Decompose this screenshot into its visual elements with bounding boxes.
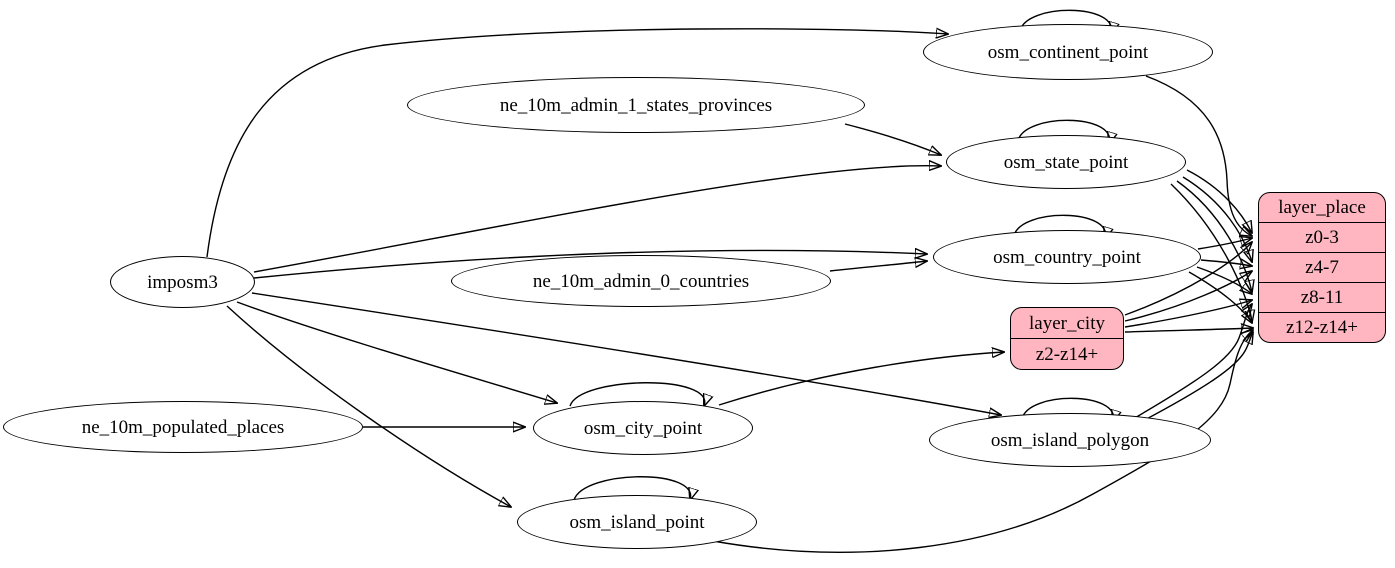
node-ne-10m-admin-0-countries: ne_10m_admin_0_countries (451, 255, 831, 307)
loop-osm_island_polygon (1021, 397, 1114, 422)
edge-osm_country_point-layer_place-z12-z14 (1188, 271, 1252, 323)
edge-osm_country_point-layer_place-z8-11 (1196, 266, 1252, 294)
edge-imposm3-osm_state_point (253, 166, 941, 273)
edge-osm_island_polygon-layer_place-z8-11 (1132, 304, 1252, 420)
edge-osm_country_point-layer_place-z0-3 (1197, 238, 1252, 250)
edge-osm_country_point-layer_place-z4-7 (1200, 260, 1252, 266)
edge-osm_island_polygon-layer_place-z12-z14 (1138, 332, 1253, 424)
node-osm-country-point: osm_country_point (933, 230, 1201, 284)
loop-osm_state_point (1017, 119, 1110, 144)
node-osm-island-point-label: osm_island_point (569, 511, 705, 533)
edge-layer_city-layer_place-z4-7 (1124, 271, 1252, 322)
node-osm-island-polygon: osm_island_polygon (929, 413, 1211, 467)
edge-osm_state_point-layer_place-z0-3 (1186, 169, 1252, 233)
edge-layer_city-layer_place-z12-z14 (1124, 328, 1253, 332)
node-osm-state-point-label: osm_state_point (1003, 151, 1129, 173)
edge-imposm3-osm_country_point (253, 250, 927, 279)
node-imposm3: imposm3 (110, 256, 255, 308)
node-osm-city-point: osm_city_point (533, 401, 753, 455)
edge-imposm3-osm_continent_point (206, 29, 948, 258)
record-layer-place-row-z0-3: z0-3 (1259, 222, 1385, 252)
node-osm-city-point-label: osm_city_point (583, 417, 703, 439)
record-layer-place: layer_place z0-3 z4-7 z8-11 z12-z14+ (1258, 192, 1386, 343)
edge-layer_city-layer_place-z8-11 (1124, 300, 1252, 328)
edge-osm_city_point-layer_city-z2-z14 (718, 352, 1004, 406)
record-layer-city: layer_city z2-z14+ (1010, 307, 1124, 370)
record-layer-place-row-z12-z14: z12-z14+ (1259, 312, 1385, 342)
edge-imposm3-osm_island_polygon (251, 292, 1001, 415)
record-layer-place-row-z8-11: z8-11 (1259, 282, 1385, 312)
edge-layer_city-layer_place-z0-3 (1124, 242, 1252, 316)
node-osm-continent-point-label: osm_continent_point (987, 41, 1149, 63)
node-ne-10m-admin-1-states-provinces-label: ne_10m_admin_1_states_provinces (499, 94, 773, 116)
record-layer-place-title: layer_place (1278, 197, 1366, 218)
edge-ne_10m_admin_1_states_provinces-osm_state_point (844, 123, 941, 155)
node-imposm3-label: imposm3 (147, 271, 218, 293)
node-osm-continent-point: osm_continent_point (923, 24, 1213, 80)
edge-osm_continent_point-layer_place-z0-3 (1145, 75, 1252, 236)
edge-imposm3-osm_city_point (236, 301, 557, 403)
node-ne-10m-populated-places-label: ne_10m_populated_places (81, 416, 285, 438)
record-layer-city-title: layer_city (1029, 312, 1105, 334)
loop-osm_island_point (573, 476, 691, 500)
node-osm-state-point: osm_state_point (946, 135, 1186, 189)
edge-imposm3-osm_island_point (226, 305, 511, 507)
node-osm-island-point: osm_island_point (517, 495, 757, 549)
node-ne-10m-admin-0-countries-label: ne_10m_admin_0_countries (532, 270, 750, 292)
loop-osm_city_point (569, 382, 705, 406)
edge-ne_10m_admin_0_countries-osm_country_point (829, 261, 927, 272)
record-layer-city-row-z2-z14: z2-z14+ (1011, 338, 1123, 369)
edge-osm_island_point-layer_place-z12-z14 (712, 330, 1253, 553)
node-ne-10m-admin-1-states-provinces: ne_10m_admin_1_states_provinces (407, 77, 865, 133)
node-osm-island-polygon-label: osm_island_polygon (990, 429, 1150, 451)
record-layer-place-row-z4-7: z4-7 (1259, 252, 1385, 282)
node-osm-country-point-label: osm_country_point (993, 246, 1141, 268)
node-ne-10m-populated-places: ne_10m_populated_places (3, 401, 363, 453)
loop-osm_country_point (1013, 214, 1106, 239)
